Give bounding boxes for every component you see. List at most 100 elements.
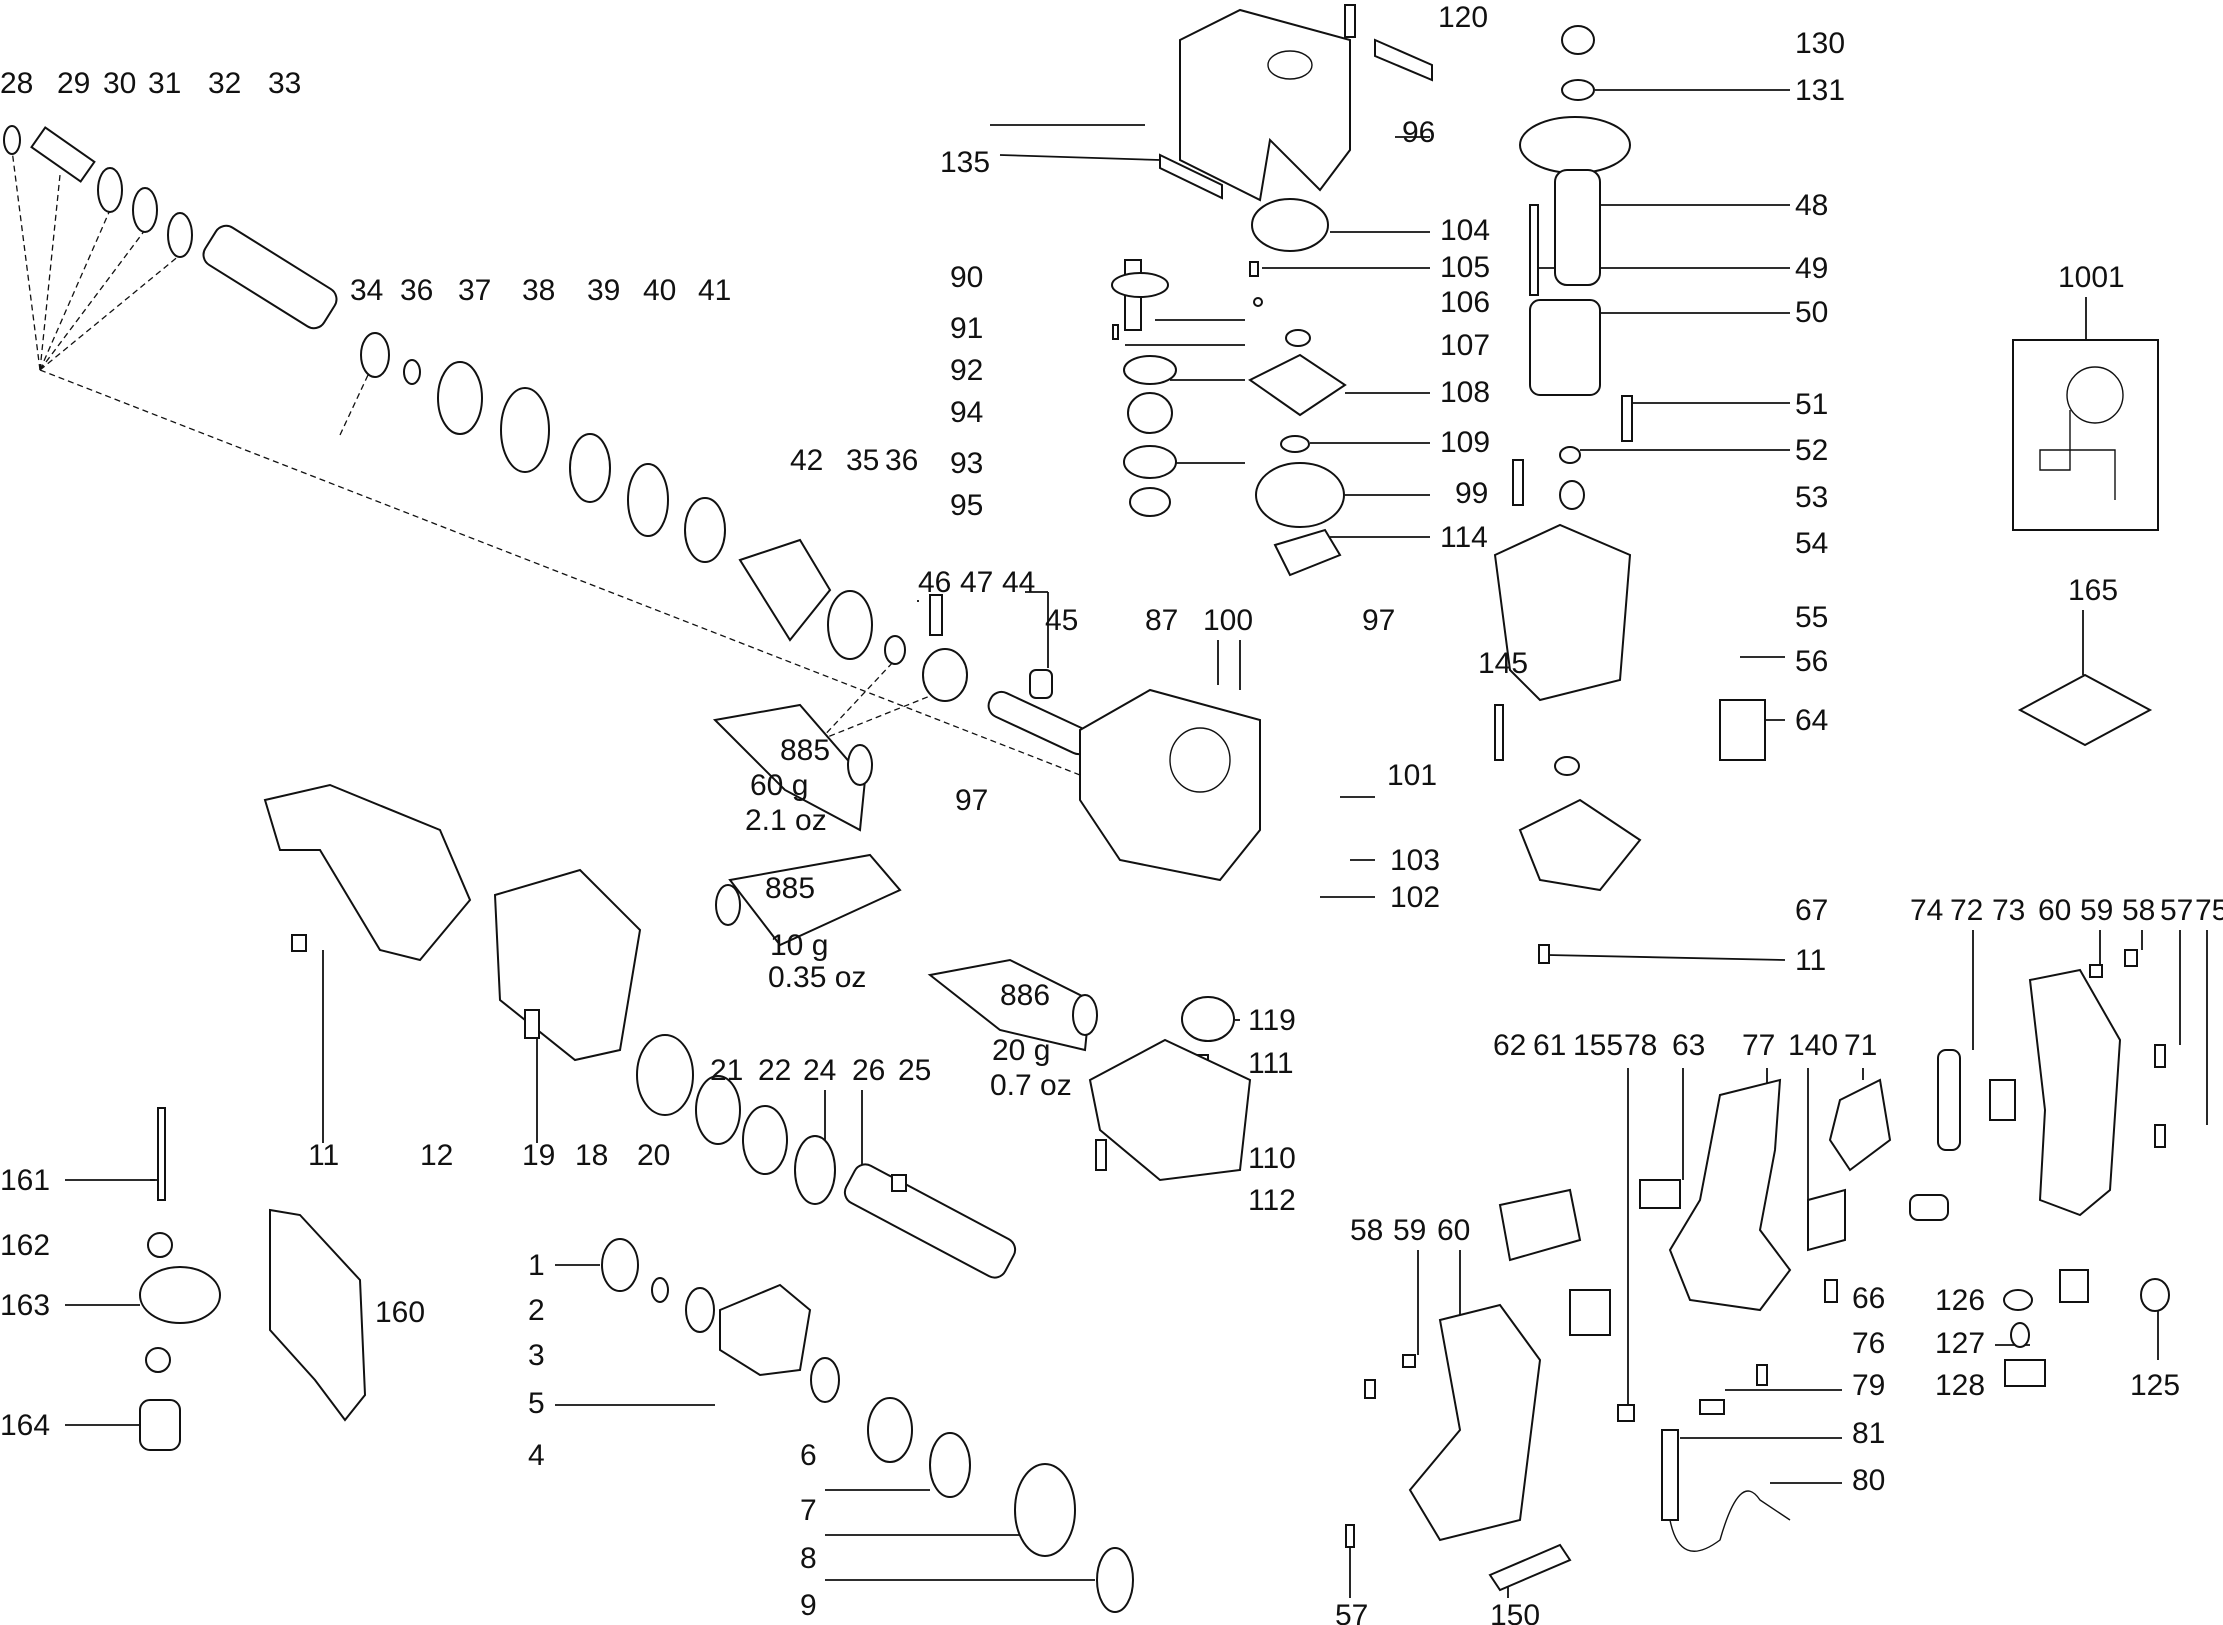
part-label-39: 39 <box>587 274 620 307</box>
part-41-gear <box>684 497 726 563</box>
part-label-76: 76 <box>1852 1327 1885 1360</box>
part-51-brush <box>1621 395 1633 442</box>
part-162-nut <box>147 1232 173 1258</box>
part-29-bolt <box>30 126 96 183</box>
part-label-58b: 58 <box>2122 894 2155 927</box>
part-48-fan <box>1519 116 1631 174</box>
grease-weight: 20 g <box>992 1034 1050 1067</box>
leader-line <box>999 154 1161 161</box>
grease-code: 885 <box>765 872 815 905</box>
part-18-gear-carrier <box>493 868 642 1062</box>
part-49-screw <box>1529 204 1539 296</box>
part-label-28: 28 <box>0 67 33 100</box>
part-64-electronics <box>1719 699 1766 761</box>
part-label-80: 80 <box>1852 1464 1885 1497</box>
part-label-105: 105 <box>1440 251 1490 284</box>
part-label-31: 31 <box>148 67 181 100</box>
part-107-ring <box>1285 329 1311 347</box>
part-label-150: 150 <box>1490 1599 1540 1625</box>
part-108-flange <box>1248 353 1347 417</box>
part-label-57a: 57 <box>1335 1599 1368 1625</box>
part-label-87: 87 <box>1145 604 1178 637</box>
part-95-bearing <box>1129 487 1171 517</box>
part-label-37: 37 <box>458 274 491 307</box>
part-59b-nut <box>2089 964 2103 978</box>
part-label-77: 77 <box>1742 1029 1775 1062</box>
part-39-ring <box>569 433 611 503</box>
part-label-60a: 60 <box>1437 1214 1470 1247</box>
part-161-bolt <box>157 1107 166 1201</box>
part-24-ring <box>794 1135 836 1205</box>
part-label-36a: 36 <box>400 274 433 307</box>
part-label-25: 25 <box>898 1054 931 1087</box>
part-105-spring <box>1249 261 1259 277</box>
part-label-61: 61 <box>1533 1029 1566 1062</box>
part-label-160: 160 <box>375 1296 425 1329</box>
part-32-washer <box>167 212 193 258</box>
part-28-ring <box>3 125 21 155</box>
part-74-roller <box>1909 1194 1949 1221</box>
part-77-handle-shell <box>1668 1078 1792 1312</box>
part-label-101: 101 <box>1387 759 1437 792</box>
part-163-clamp <box>139 1266 221 1324</box>
part-label-52: 52 <box>1795 434 1828 467</box>
part-22-ring <box>742 1105 788 1175</box>
part-4-ring <box>810 1357 840 1403</box>
part-58a-screw <box>1364 1379 1376 1399</box>
part-label-5: 5 <box>528 1387 545 1420</box>
part-label-1: 1 <box>528 1249 545 1282</box>
part-label-161: 161 <box>0 1164 50 1197</box>
part-label-127: 127 <box>1935 1327 1985 1360</box>
part-label-99: 99 <box>1455 477 1488 510</box>
part-label-8: 8 <box>800 1542 817 1575</box>
part-104-knob <box>1251 198 1329 252</box>
part-60a-handle-half <box>1408 1303 1542 1542</box>
part-label-7: 7 <box>800 1494 817 1527</box>
part-60b-handle-half <box>2028 968 2122 1217</box>
part-131-washer <box>1561 79 1595 101</box>
part-label-38: 38 <box>522 274 555 307</box>
part-57b-screw <box>2154 1044 2166 1068</box>
assembly-dashed-line <box>819 659 896 741</box>
part-label-24: 24 <box>803 1054 836 1087</box>
part-label-4: 4 <box>528 1439 545 1472</box>
part-label-42: 42 <box>790 444 823 477</box>
grease-tube-cap <box>1072 994 1098 1036</box>
part-label-45: 45 <box>1045 604 1078 637</box>
part-label-18: 18 <box>575 1139 608 1172</box>
housing-bore <box>1169 727 1231 793</box>
part-label-59a: 59 <box>1393 1214 1426 1247</box>
part-label-106: 106 <box>1440 286 1490 319</box>
part-label-140: 140 <box>1788 1029 1838 1062</box>
part-label-162: 162 <box>0 1229 50 1262</box>
part-label-64: 64 <box>1795 704 1828 737</box>
part-52-washer <box>1559 446 1581 464</box>
assembly-dashed-line <box>39 174 61 371</box>
part-20-o-ring <box>636 1034 694 1116</box>
part-label-32: 32 <box>208 67 241 100</box>
assembly-dashed-line <box>39 369 1081 776</box>
part-165-label <box>2017 673 2153 747</box>
part-79-clamp <box>1699 1399 1725 1415</box>
part-label-112: 112 <box>1248 1184 1296 1217</box>
assembly-dashed-line <box>11 149 41 371</box>
part-label-51: 51 <box>1795 388 1828 421</box>
part-78-terminal <box>1617 1404 1635 1422</box>
part-label-1001: 1001 <box>2058 261 2125 294</box>
part-label-21: 21 <box>710 1054 743 1087</box>
part-label-41: 41 <box>698 274 731 307</box>
part-135-label <box>1159 153 1223 200</box>
part-label-54: 54 <box>1795 527 1828 560</box>
part-label-165: 165 <box>2068 574 2118 607</box>
part-5-sleeve <box>719 1283 812 1377</box>
part-160-handle <box>269 1208 367 1422</box>
grease-weight-oz: 0.7 oz <box>990 1069 1072 1102</box>
part-54-motor-housing <box>1493 523 1632 702</box>
part-114-bracket <box>1273 528 1342 577</box>
grease-tube-885-10g <box>728 853 902 947</box>
part-label-56: 56 <box>1795 645 1828 678</box>
part-label-92: 92 <box>950 354 983 387</box>
part-81-cable-sleeve <box>1661 1429 1679 1521</box>
